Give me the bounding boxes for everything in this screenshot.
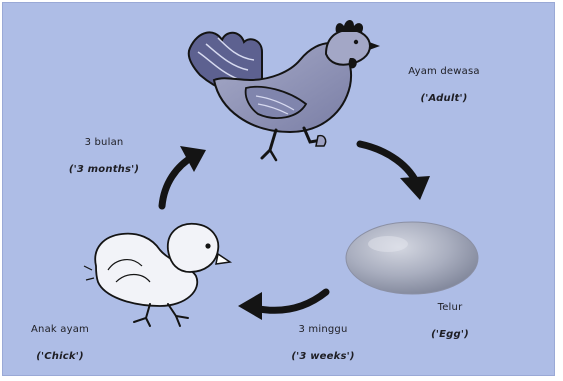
stage-name-egg: Telur xyxy=(438,302,463,313)
transition-name-3-weeks: 3 minggu xyxy=(298,324,347,335)
stage-label-chick: Anak ayam ('Chick') xyxy=(18,324,102,362)
transition-name-3-months: 3 bulan xyxy=(85,137,124,148)
stage-translation-adult: ('Adult') xyxy=(392,93,496,104)
stage-translation-chick: ('Chick') xyxy=(18,351,102,362)
cycle-arrow-icon xyxy=(162,146,206,206)
hen-icon xyxy=(189,20,380,160)
transition-label-3-months: 3 bulan ('3 months') xyxy=(52,137,156,175)
transition-translation-3-months: ('3 months') xyxy=(52,164,156,175)
stage-label-adult: Ayam dewasa ('Adult') xyxy=(392,66,496,104)
stage-translation-egg: ('Egg') xyxy=(420,329,480,340)
chick-icon xyxy=(84,224,230,326)
egg-icon xyxy=(346,222,478,294)
stage-label-egg: Telur ('Egg') xyxy=(420,302,480,340)
cycle-arrow-icon xyxy=(238,292,326,320)
stage-name-chick: Anak ayam xyxy=(31,324,89,335)
stage-name-adult: Ayam dewasa xyxy=(408,66,479,77)
transition-label-3-weeks: 3 minggu ('3 weeks') xyxy=(278,324,368,362)
cycle-arrow-icon xyxy=(360,144,430,200)
transition-translation-3-weeks: ('3 weeks') xyxy=(278,351,368,362)
